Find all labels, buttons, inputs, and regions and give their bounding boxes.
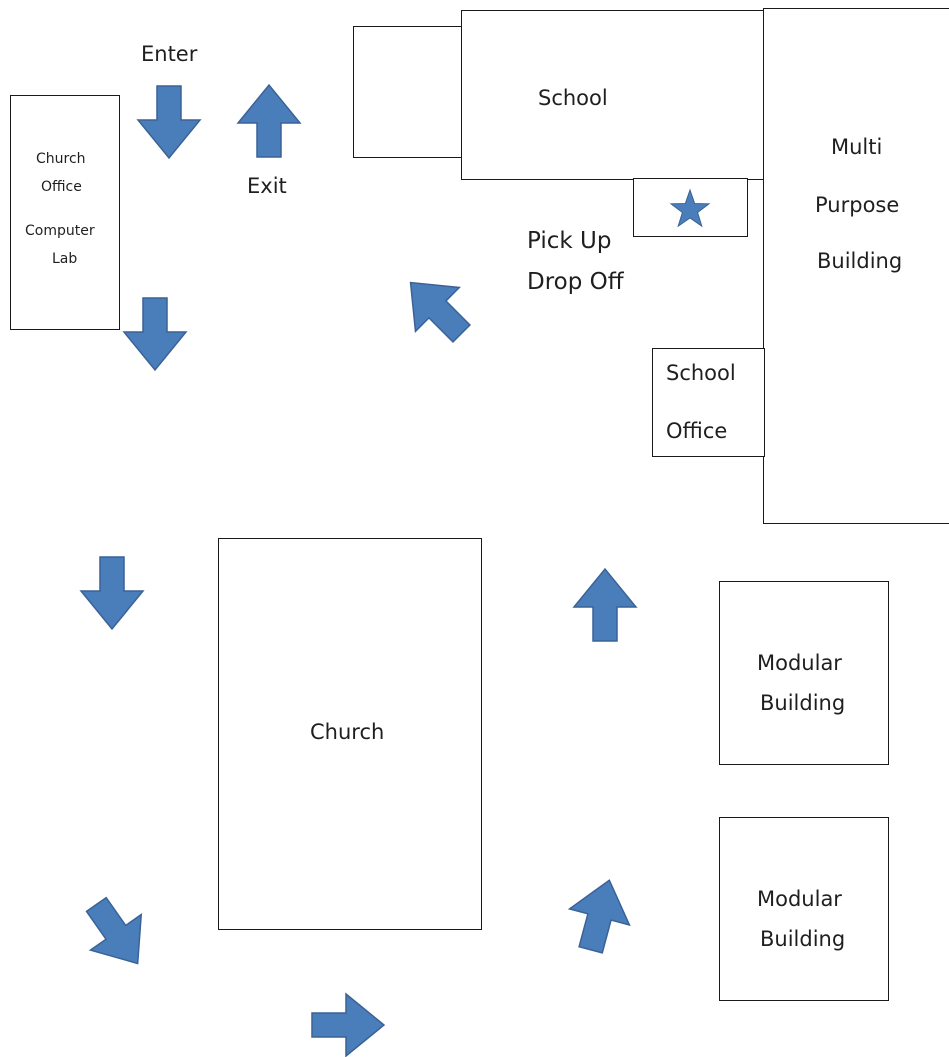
modular-1-label-2: Building	[760, 691, 846, 715]
church-office-label-1: Church	[36, 151, 86, 167]
computer-lab-label-2: Lab	[52, 251, 78, 267]
school-building	[461, 10, 765, 180]
school-annex-building	[353, 26, 463, 158]
church-building	[218, 538, 482, 930]
arrow-bottom-right	[311, 993, 385, 1057]
exit-arrow	[237, 84, 301, 158]
computer-lab-label-1: Computer	[25, 223, 95, 239]
arrow-left-down	[123, 297, 187, 371]
arrow-left-mid	[80, 556, 144, 630]
star-icon	[669, 188, 711, 228]
modular-building-1	[719, 581, 889, 765]
multi-purpose-label-3: Building	[817, 249, 903, 273]
multi-purpose-building	[763, 8, 949, 524]
school-office-building	[652, 348, 765, 457]
school-office-label-1: School	[666, 361, 736, 385]
arrow-up-lower	[559, 871, 641, 959]
pickup-label: Pick Up	[527, 228, 612, 254]
school-label: School	[538, 86, 608, 110]
arrow-pickup	[387, 259, 485, 357]
multi-purpose-label-2: Purpose	[815, 193, 900, 217]
exit-label: Exit	[247, 174, 287, 198]
modular-building-2	[719, 817, 889, 1001]
modular-2-label-1: Modular	[757, 887, 842, 911]
arrow-up-middle	[573, 568, 637, 642]
enter-label: Enter	[141, 42, 198, 66]
modular-1-label-1: Modular	[757, 651, 842, 675]
church-office-label-2: Office	[41, 179, 82, 195]
enter-arrow	[137, 85, 201, 159]
arrow-bottom-left	[70, 885, 164, 983]
school-office-label-2: Office	[666, 419, 728, 443]
church-office-building	[10, 95, 120, 330]
modular-2-label-2: Building	[760, 927, 846, 951]
multi-purpose-label-1: Multi	[831, 135, 883, 159]
dropoff-label: Drop Off	[527, 269, 624, 295]
church-label: Church	[310, 720, 385, 744]
